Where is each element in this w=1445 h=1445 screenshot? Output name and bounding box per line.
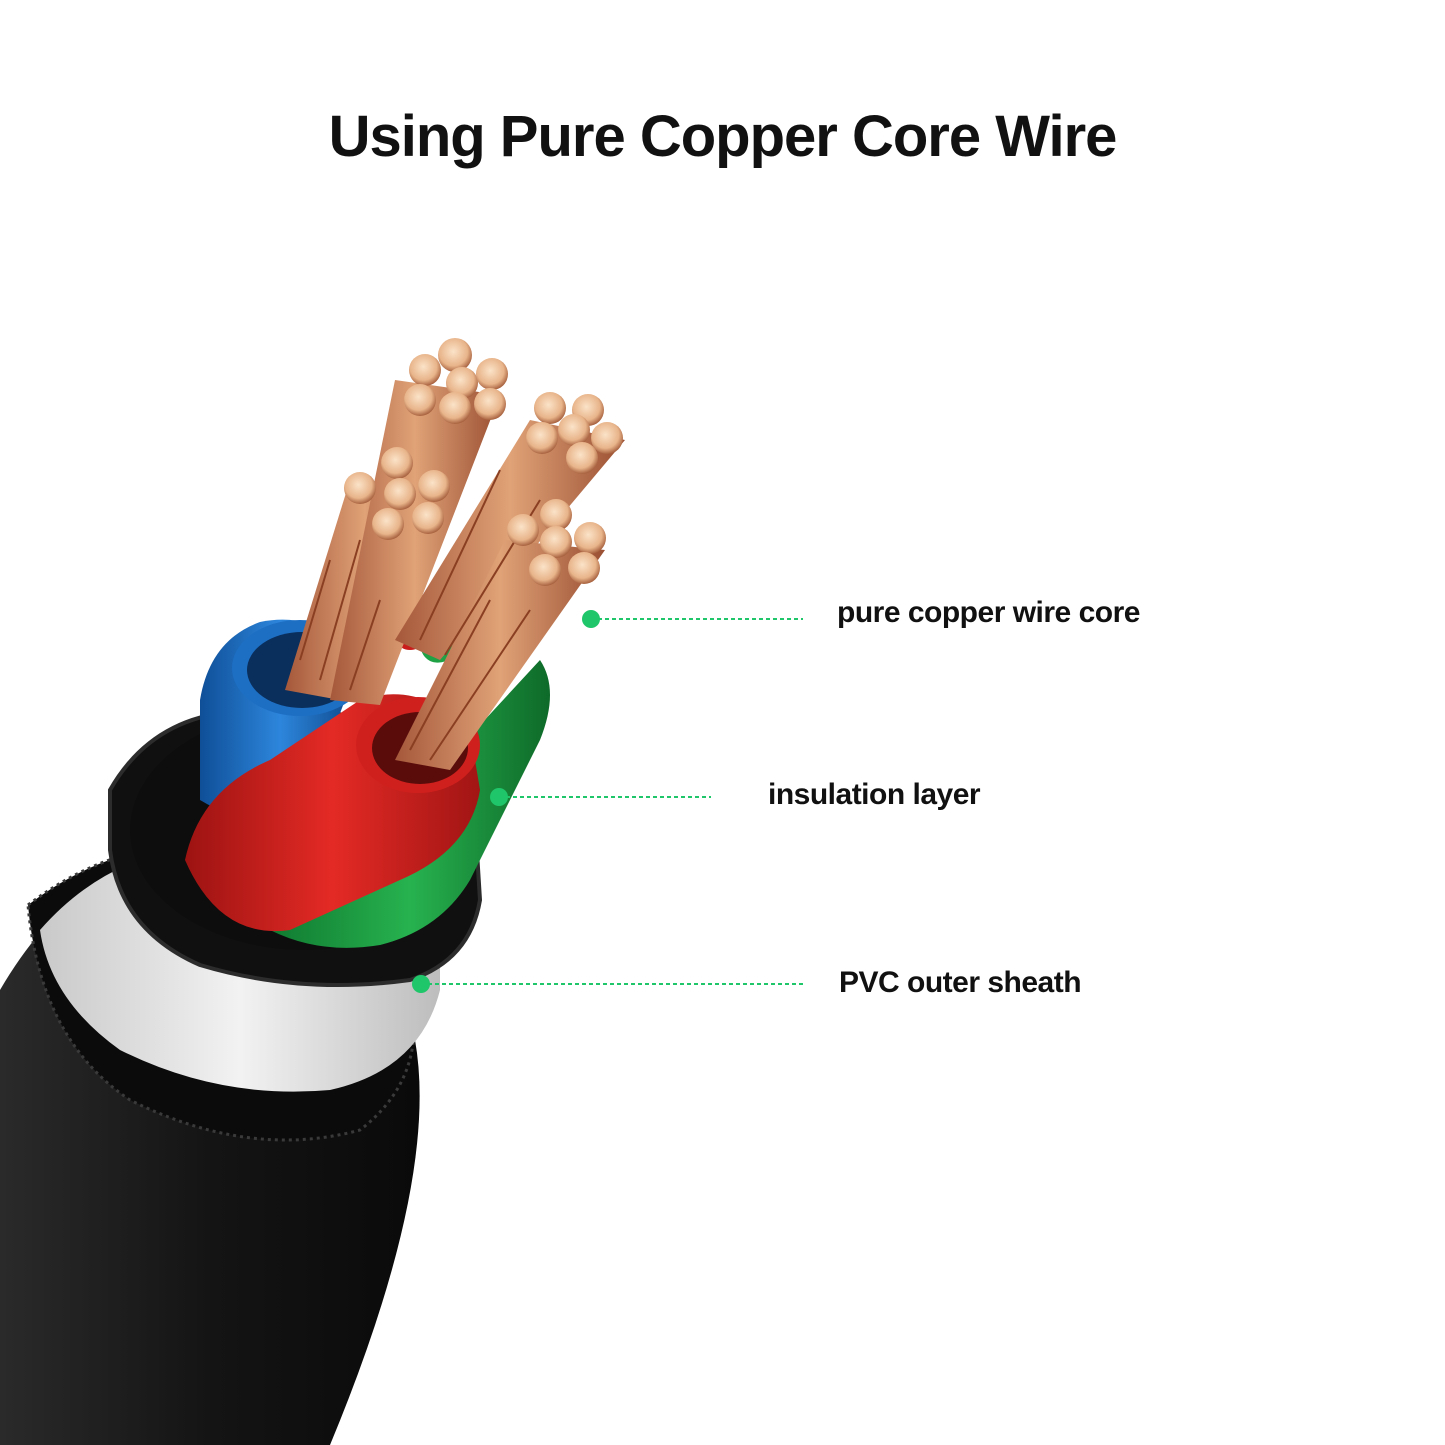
callout-label-insulation: insulation layer xyxy=(768,778,981,811)
callout-dot-icon xyxy=(490,788,508,806)
callout-sheath-pointer xyxy=(412,975,803,993)
copper-core-strands xyxy=(285,380,625,770)
callout-label-core: pure copper wire core xyxy=(837,596,1140,629)
callout-dot-icon xyxy=(412,975,430,993)
page-title: Using Pure Copper Core Wire xyxy=(328,104,1118,169)
callout-core-pointer xyxy=(582,610,803,628)
copper-strand-ends xyxy=(344,338,623,586)
callout-dot-icon xyxy=(582,610,600,628)
callout-insulation-pointer xyxy=(490,788,711,806)
callout-label-sheath: PVC outer sheath xyxy=(839,966,1082,999)
